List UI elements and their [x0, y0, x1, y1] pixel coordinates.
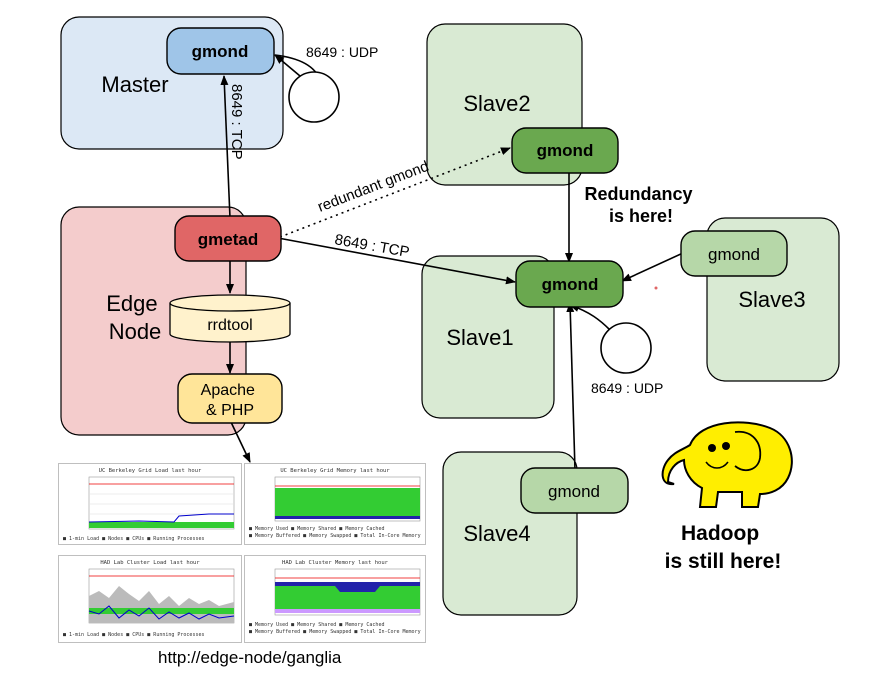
ganglia-panel-4-legend-2: ■ Memory Buffered ■ Memory Swapped ■ Tot… [249, 629, 421, 635]
ganglia-panel-3-title: HAD Lab Cluster Load last hour [100, 560, 200, 566]
tcp-slave1-arrow [277, 237, 516, 285]
slave4-to-slave1-arrow [566, 302, 576, 471]
ganglia-panel-1-title: UC Berkeley Grid Load last hour [99, 468, 202, 474]
ganglia-panel-4-graph: HAD Lab Cluster Memory last hour ■ Memor… [249, 560, 421, 635]
ganglia-panel-4-legend: ■ Memory Used ■ Memory Shared ■ Memory C… [249, 622, 384, 628]
gmond-slave2 [511, 127, 619, 174]
gmetad-label: gmetad [198, 230, 258, 249]
ganglia-panel-2-title: UC Berkeley Grid Memory last hour [280, 468, 390, 474]
ganglia-panel-2-graph: UC Berkeley Grid Memory last hour ■ Memo… [249, 468, 421, 539]
stray-dot [654, 286, 658, 290]
redundant-gmond-label: redundant gmond [315, 158, 431, 216]
hadoop-note-line2: is still here! [665, 550, 782, 573]
edge-node-label: Edge Node [106, 291, 164, 344]
edge-node-label-line1: Edge [106, 291, 157, 316]
gmetad-pill [174, 215, 282, 262]
apache-php-line1: Apache [201, 382, 255, 399]
gmond-slave4 [520, 467, 629, 514]
ganglia-panel-1-graph: UC Berkeley Grid Load last hour ■ 1-min … [63, 468, 235, 542]
ganglia-panel-3: HAD Lab Cluster Load last hour ■ 1-min L… [58, 555, 242, 643]
gmond-slave1-label: gmond [542, 275, 599, 294]
apache-php-line2: & PHP [206, 402, 254, 419]
gmond-slave3-label: gmond [708, 245, 760, 264]
ganglia-panel-2-legend-2: ■ Memory Buffered ■ Memory Swapped ■ Tot… [249, 533, 421, 539]
apache-to-web-arrow [229, 419, 251, 463]
slave1-label: Slave1 [446, 325, 513, 350]
ganglia-panel-4-title: HAD Lab Cluster Memory last hour [282, 560, 389, 566]
slave4-label: Slave4 [463, 521, 530, 546]
master-label: Master [101, 72, 168, 97]
apache-php-label: Apache & PHP [201, 382, 260, 419]
udp-loop-master-arrow [274, 54, 301, 77]
ganglia-panel-2-legend: ■ Memory Used ■ Memory Shared ■ Memory C… [249, 526, 384, 532]
gmond-slave4-label: gmond [548, 482, 600, 501]
ganglia-panel-3-legend: ■ 1-min Load ■ Nodes ■ CPUs ■ Running Pr… [63, 632, 204, 638]
apache-php-box [177, 373, 283, 424]
slave3-label: Slave3 [738, 287, 805, 312]
ganglia-panel-1: UC Berkeley Grid Load last hour ■ 1-min … [58, 463, 242, 545]
slave3-to-slave1-arrow [621, 252, 684, 282]
redundancy-note-line1: Redundancy [584, 184, 692, 204]
udp-loop-circle-slave1 [600, 322, 652, 374]
redundant-gmond-arrow [279, 147, 511, 238]
ganglia-panel-4: HAD Lab Cluster Memory last hour ■ Memor… [244, 555, 426, 643]
rrdtool-label: rrdtool [207, 317, 252, 334]
gmond-master-label: gmond [192, 42, 249, 61]
ganglia-panel-3-graph: HAD Lab Cluster Load last hour ■ 1-min L… [63, 560, 235, 638]
udp-label-master: 8649 : UDP [306, 44, 378, 60]
udp-loop-slave1 [569, 304, 611, 331]
redundancy-note-line2: is here! [609, 206, 673, 226]
tcp-label-master: 8649 : TCP [228, 84, 245, 160]
gmond-slave3 [680, 230, 788, 277]
tcp-label-slave1: 8649 : TCP [333, 231, 410, 261]
gmond-master [166, 27, 275, 75]
hadoop-elephant-icon [661, 421, 793, 508]
hadoop-note: Hadoop is still here! [665, 522, 782, 573]
ganglia-url[interactable]: http://edge-node/ganglia [158, 648, 342, 667]
udp-loop-circle-master [288, 71, 340, 123]
ganglia-panel-1-legend: ■ 1-min Load ■ Nodes ■ CPUs ■ Running Pr… [63, 536, 204, 542]
tcp-master-arrow [220, 75, 231, 219]
udp-label-slave1: 8649 : UDP [591, 380, 663, 396]
hadoop-note-line1: Hadoop [681, 522, 759, 545]
gmond-slave1 [515, 260, 624, 308]
edge-node-label-line2: Node [109, 319, 162, 344]
gmond-slave2-label: gmond [537, 141, 594, 160]
slave2-label: Slave2 [463, 91, 530, 116]
ganglia-panel-2: UC Berkeley Grid Memory last hour ■ Memo… [244, 463, 426, 545]
redundancy-note: Redundancy is here! [584, 184, 697, 226]
rrdtool-cylinder: rrdtool [169, 294, 291, 343]
